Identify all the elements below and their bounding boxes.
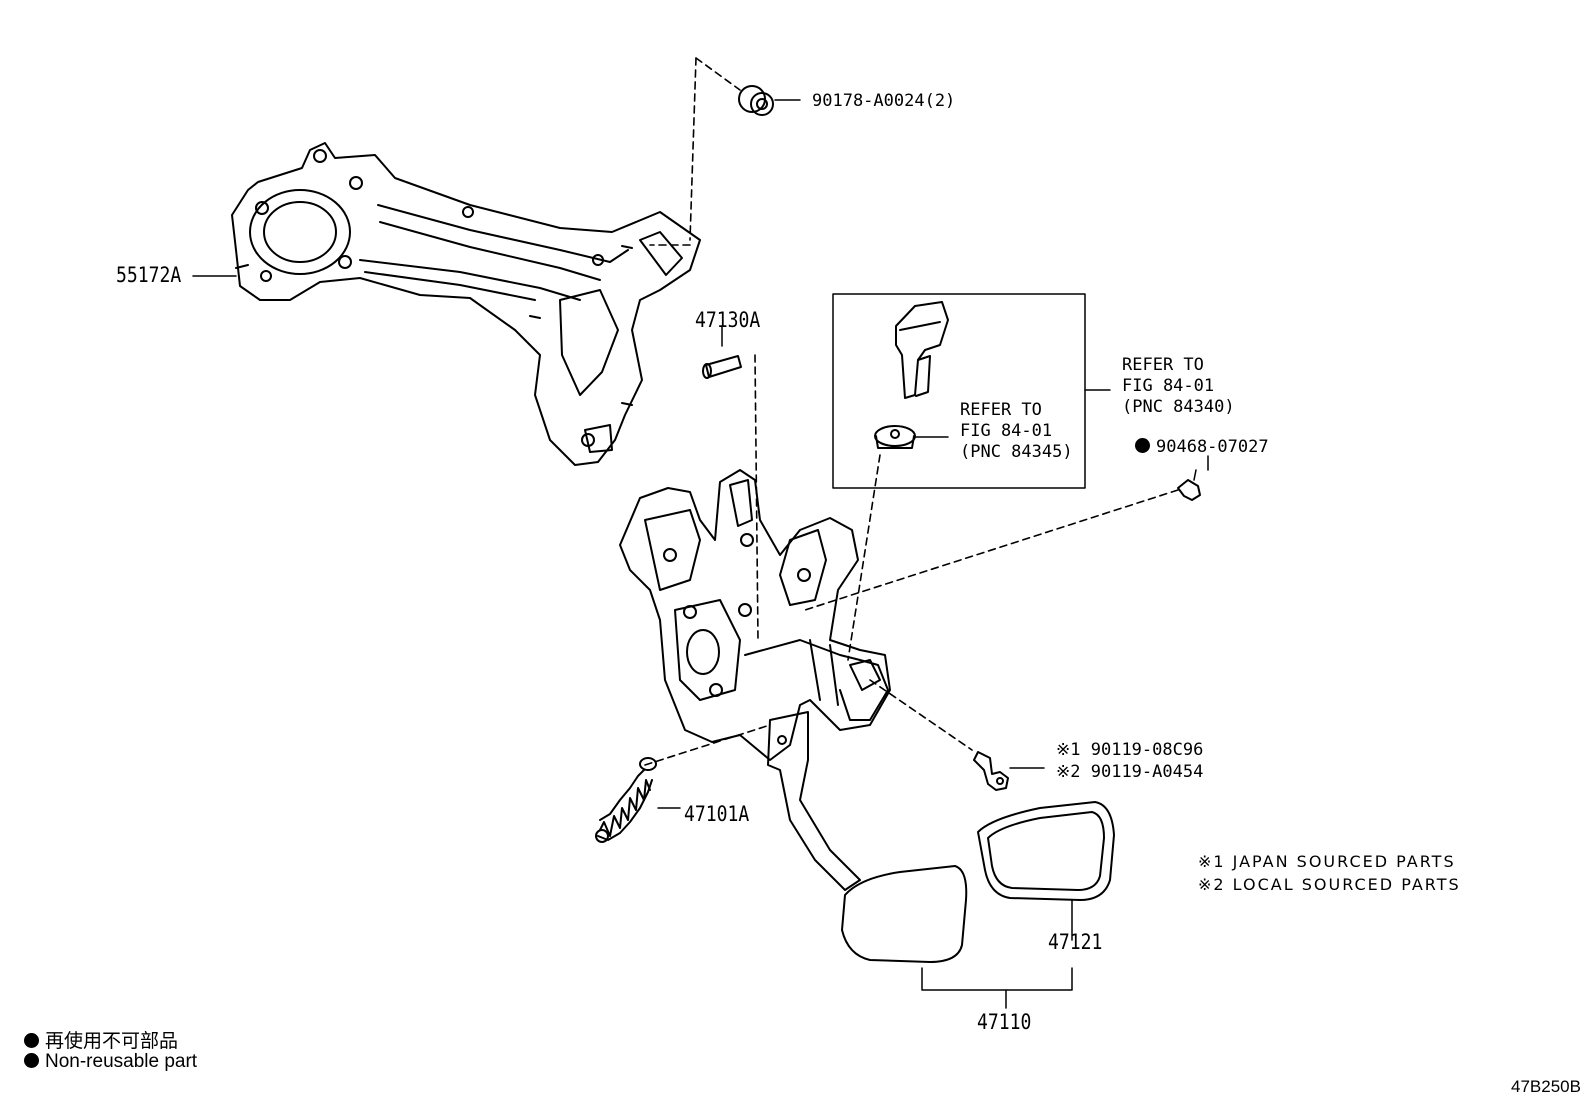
bracket-55172a [231,142,701,466]
legend-en: Non-reusable part [24,1051,197,1073]
legend-jp: 再使用不可部品 [24,1026,178,1053]
legend-dot-icon-2 [24,1053,39,1068]
clip-90468 [1177,469,1201,501]
legend-en-text: Non-reusable part [45,1051,198,1072]
note-local: ※2 LOCAL SOURCED PARTS [1198,875,1461,894]
part-label-pin: 47130A [695,308,761,332]
leader-lines [192,275,1209,1009]
bolt-2-number: 90119-A0454 [1090,762,1204,782]
spring-47101a [595,757,681,843]
part-label-clip-text: 90468-07027 [1156,437,1269,457]
ref-cushion-line2: FIG 84-01 [960,421,1053,441]
part-label-pedal-assy: 47110 [977,1010,1032,1034]
non-reusable-dot-icon [1135,438,1150,453]
nut-90178 [738,85,801,116]
part-label-bracket: 55172A [116,263,182,287]
pedal-support [619,469,891,891]
part-label-bolt-2: ※2 90119-A0454 [1056,762,1203,782]
ref-switch: REFER TO FIG 84-01 (PNC 84340) [1122,355,1235,418]
part-label-nut: 90178-A0024(2) [812,91,956,111]
ref-cushion-line1: REFER TO [960,400,1042,420]
bolt-1-number: 90119-08C96 [1090,740,1204,760]
ref-cushion: REFER TO FIG 84-01 (PNC 84345) [960,400,1073,463]
bolt-90119 [973,751,1045,791]
legend-jp-text: 再使用不可部品 [45,1031,179,1052]
part-label-pad: 47121 [1048,930,1103,954]
legend-dot-icon [24,1033,39,1048]
leader-dashes [644,57,1179,766]
reference-box [832,293,1086,489]
ref-switch-line2: FIG 84-01 [1122,376,1215,396]
pedal-pad-47121 [977,801,1115,901]
ref-switch-line1: REFER TO [1122,355,1204,375]
part-label-clip: 90468-07027 [1135,437,1269,457]
cushion-84345 [874,425,949,449]
note-japan: ※1 JAPAN SOURCED PARTS [1198,852,1456,871]
part-label-spring: 47101A [684,802,750,826]
ref-switch-line3: (PNC 84340) [1122,397,1235,417]
mark-1: ※1 [1056,740,1081,760]
pedal-pad-47110 [841,865,968,963]
stop-light-switch [895,301,1111,399]
pin-47130a [702,326,742,379]
ref-cushion-line3: (PNC 84345) [960,442,1073,462]
mark-2: ※2 [1056,762,1081,782]
figure-code: 47B250B [1511,1077,1581,1096]
part-label-bolt-1: ※1 90119-08C96 [1056,740,1203,760]
